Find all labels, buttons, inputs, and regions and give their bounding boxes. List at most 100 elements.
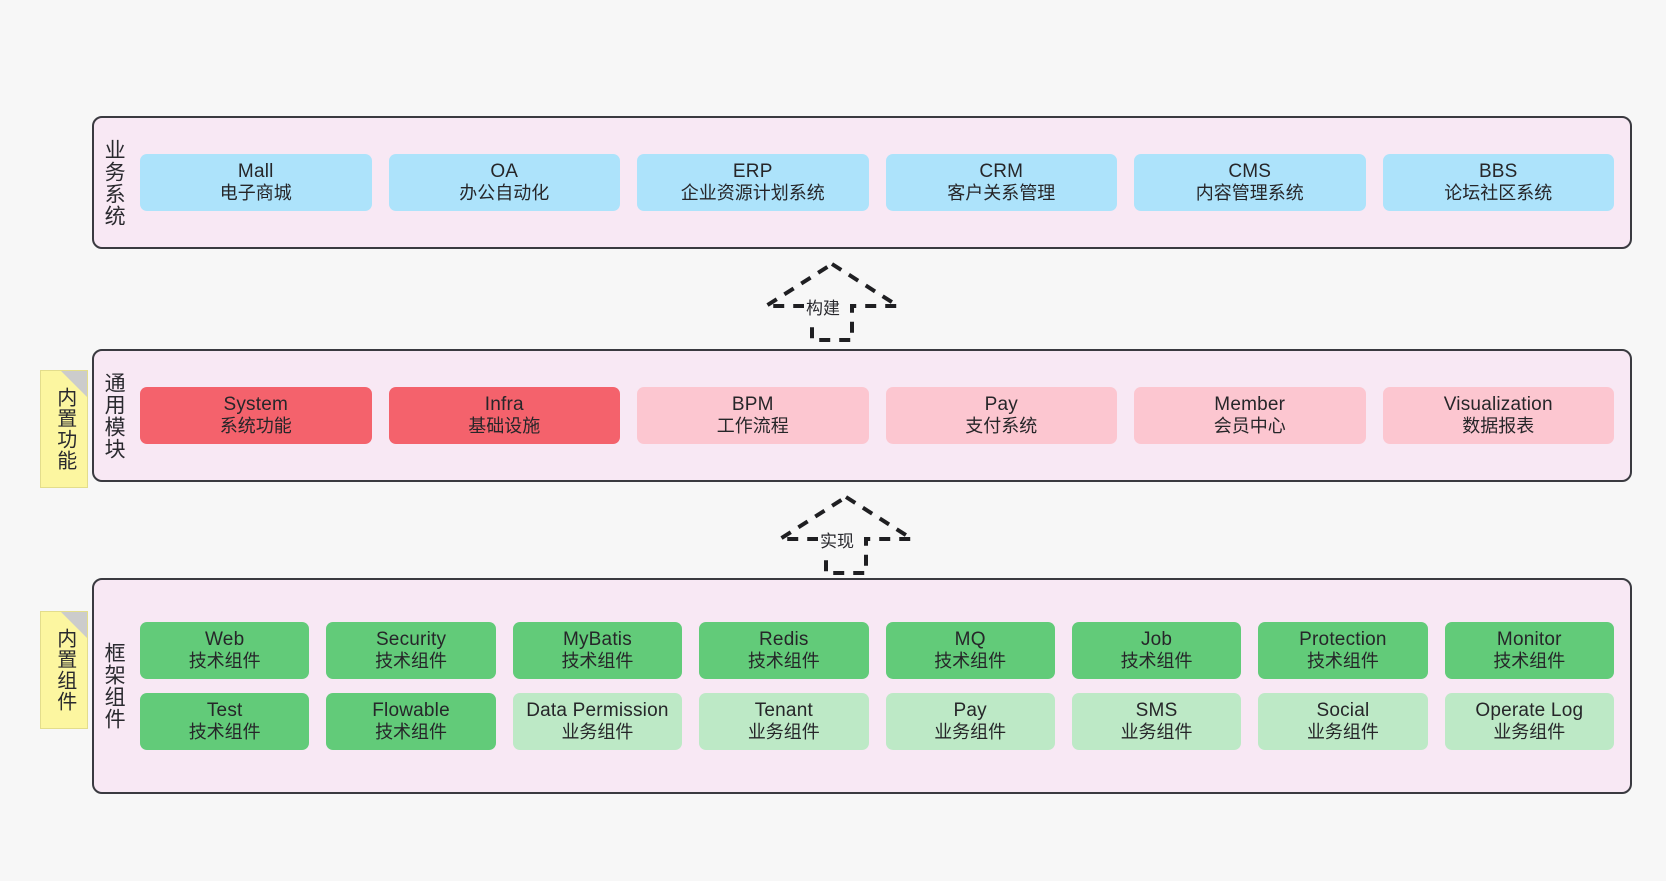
card-tenant-en: Tenant [754,700,813,721]
card-bpm-en: BPM [731,393,774,415]
card-mall-en: Mall [237,160,274,182]
layer-title-common-module: 通用模块 [102,371,126,460]
card-pay-component-en: Pay [953,700,987,721]
card-flowable-en: Flowable [372,700,450,721]
card-security-en: Security [375,628,447,650]
card-sms[interactable]: SMS 业务组件 [1071,693,1242,751]
card-flowable-cn: 技术组件 [375,722,448,743]
card-operate-log[interactable]: Operate Log 业务组件 [1444,693,1614,751]
card-redis-cn: 技术组件 [747,651,820,672]
card-pay-component-cn: 业务组件 [934,722,1007,743]
card-infra[interactable]: Infra 基础设施 [388,386,620,445]
card-bpm-cn: 工作流程 [716,416,789,437]
card-mybatis-cn: 技术组件 [561,651,634,672]
card-system[interactable]: System 系统功能 [140,386,372,445]
card-infra-cn: 基础设施 [468,416,541,437]
connector-implement-label: 实现 [818,527,856,552]
row-business-components: Test 技术组件 Flowable 技术组件 Data Permission … [140,693,1614,751]
connector-build-arrow-icon [759,261,905,342]
card-erp[interactable]: ERP 企业资源计划系统 [637,153,869,212]
layer-body-business-system: Mall 电子商城 OA 办公自动化 ERP 企业资源计划系统 CRM 客户关系… [132,118,1630,247]
card-test-en: Test [206,700,243,721]
card-visualization-cn: 数据报表 [1462,416,1535,437]
card-crm[interactable]: CRM 客户关系管理 [885,153,1117,212]
card-protection-cn: 技术组件 [1306,651,1379,672]
card-protection-en: Protection [1299,628,1387,650]
card-web-en: Web [205,628,245,650]
card-operate-log-cn: 业务组件 [1493,722,1566,743]
card-monitor-en: Monitor [1496,628,1562,650]
card-system-cn: 系统功能 [219,416,292,437]
card-mq-cn: 技术组件 [934,651,1007,672]
card-flowable[interactable]: Flowable 技术组件 [326,693,496,751]
card-web[interactable]: Web 技术组件 [140,621,310,679]
card-data-permission-en: Data Permission [526,700,669,721]
card-web-cn: 技术组件 [188,651,261,672]
connector-implement: 实现 [773,494,919,575]
card-infra-en: Infra [484,393,524,415]
row-technical-components: Web 技术组件 Security 技术组件 MyBatis 技术组件 Redi… [140,621,1614,679]
card-redis[interactable]: Redis 技术组件 [699,621,869,679]
card-social-en: Social [1316,700,1370,721]
card-member[interactable]: Member 会员中心 [1134,386,1366,445]
card-cms[interactable]: CMS 内容管理系统 [1134,153,1366,212]
card-sms-en: SMS [1135,700,1178,721]
card-job-cn: 技术组件 [1120,651,1193,672]
card-bbs-cn: 论坛社区系统 [1444,183,1553,204]
layer-common-module: 通用模块 System 系统功能 Infra 基础设施 BPM 工作流程 Pay… [92,349,1632,482]
card-pay-component[interactable]: Pay 业务组件 [885,693,1055,751]
card-mq[interactable]: MQ 技术组件 [885,621,1055,679]
card-test-cn: 技术组件 [188,722,261,743]
sticky-note-builtin-component-text: 内置组件 [53,628,76,712]
card-oa-en: OA [490,160,519,182]
card-cms-cn: 内容管理系统 [1195,183,1304,204]
card-crm-cn: 客户关系管理 [947,183,1056,204]
card-erp-en: ERP [732,160,773,182]
card-operate-log-en: Operate Log [1475,700,1584,721]
card-data-permission[interactable]: Data Permission 业务组件 [512,693,683,751]
card-mybatis[interactable]: MyBatis 技术组件 [512,621,683,679]
row-business-systems: Mall 电子商城 OA 办公自动化 ERP 企业资源计划系统 CRM 客户关系… [140,153,1614,212]
card-pay-module[interactable]: Pay 支付系统 [885,386,1117,445]
layer-title-framework-component: 框架组件 [102,642,126,730]
card-social[interactable]: Social 业务组件 [1258,693,1428,751]
layer-body-common-module: System 系统功能 Infra 基础设施 BPM 工作流程 Pay 支付系统… [132,351,1630,480]
card-member-en: Member [1214,393,1286,415]
sticky-note-builtin-function-text: 内置功能 [53,387,76,471]
card-job-en: Job [1140,628,1173,650]
card-security-cn: 技术组件 [375,651,448,672]
card-tenant-cn: 业务组件 [747,722,820,743]
card-data-permission-cn: 业务组件 [561,722,634,743]
card-mall[interactable]: Mall 电子商城 [140,153,372,212]
card-protection[interactable]: Protection 技术组件 [1258,621,1428,679]
card-monitor[interactable]: Monitor 技术组件 [1444,621,1614,679]
connector-build-label: 构建 [804,294,842,319]
card-member-cn: 会员中心 [1213,416,1286,437]
card-social-cn: 业务组件 [1306,722,1379,743]
card-system-en: System [223,393,289,415]
card-security[interactable]: Security 技术组件 [326,621,496,679]
card-bpm[interactable]: BPM 工作流程 [637,386,869,445]
layer-body-framework-component: Web 技术组件 Security 技术组件 MyBatis 技术组件 Redi… [132,580,1630,792]
card-test[interactable]: Test 技术组件 [140,693,310,751]
card-mybatis-en: MyBatis [562,628,632,650]
card-crm-en: CRM [979,160,1024,182]
layer-title-business-system: 业务系统 [102,138,126,227]
card-visualization-en: Visualization [1443,393,1553,415]
card-oa[interactable]: OA 办公自动化 [388,153,620,212]
card-pay-module-cn: 支付系统 [965,416,1038,437]
card-visualization[interactable]: Visualization 数据报表 [1382,386,1614,445]
card-cms-en: CMS [1228,160,1272,182]
card-pay-module-en: Pay [984,393,1018,415]
card-tenant[interactable]: Tenant 业务组件 [699,693,869,751]
sticky-note-builtin-function: 内置功能 [40,370,88,488]
card-bbs[interactable]: BBS 论坛社区系统 [1382,153,1614,212]
card-erp-cn: 企业资源计划系统 [680,183,825,204]
connector-implement-arrow-icon [773,494,919,575]
card-sms-cn: 业务组件 [1120,722,1193,743]
card-oa-cn: 办公自动化 [459,183,550,204]
card-mq-en: MQ [954,628,986,650]
sticky-note-builtin-component: 内置组件 [40,611,88,729]
card-job[interactable]: Job 技术组件 [1071,621,1242,679]
